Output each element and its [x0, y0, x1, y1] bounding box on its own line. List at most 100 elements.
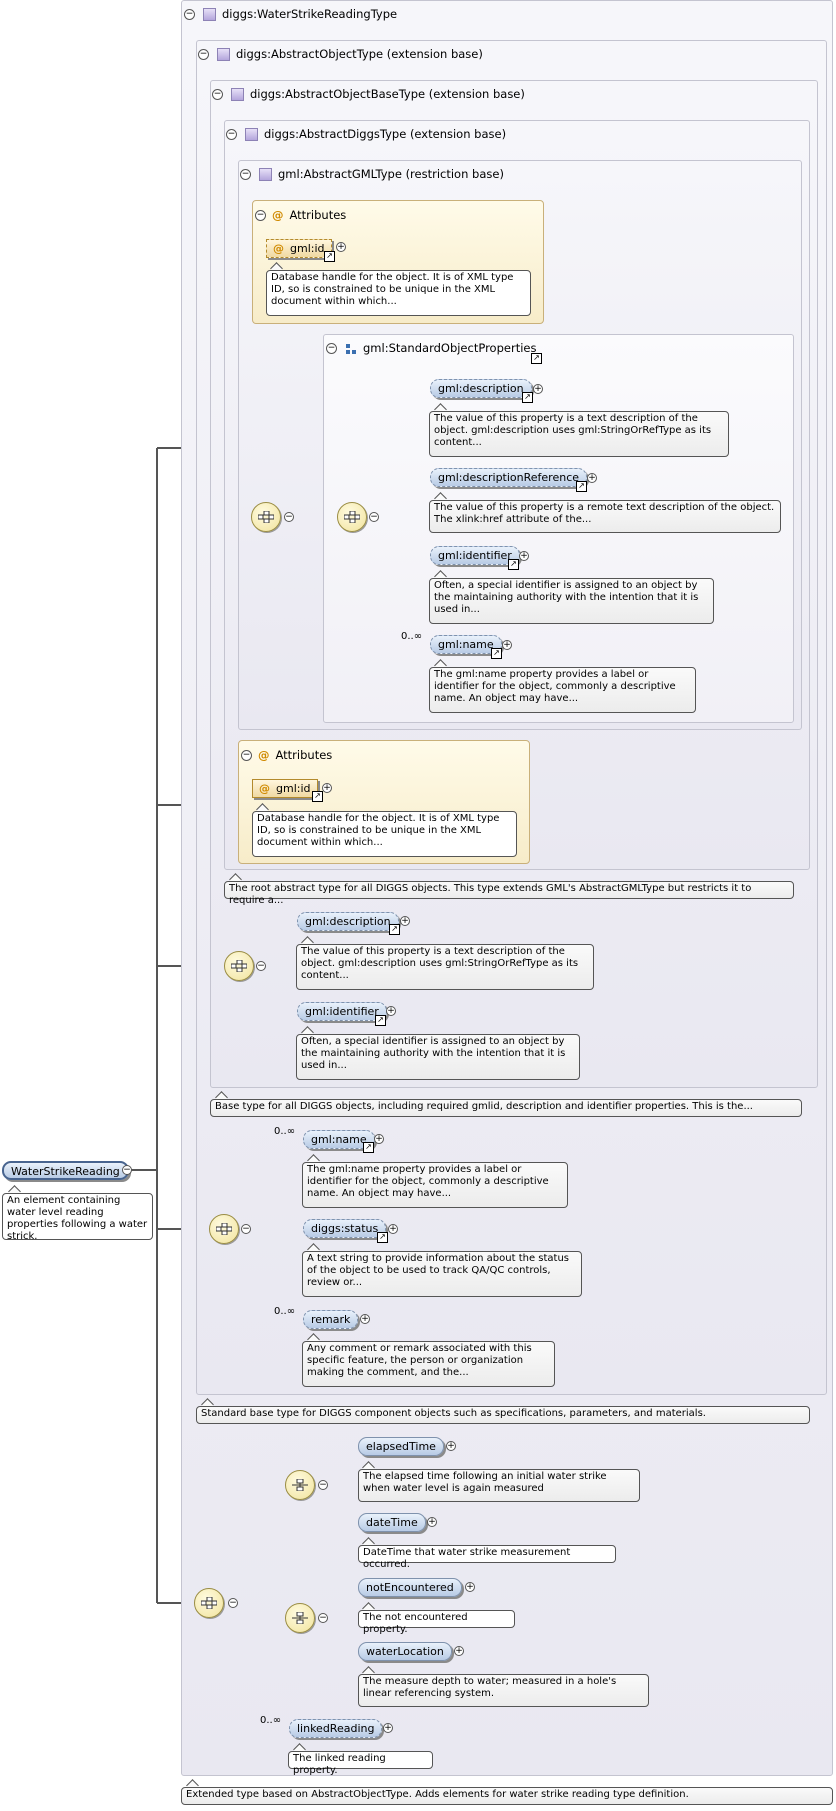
annotation-gml-description-base: The value of this property is a text des… — [296, 944, 594, 990]
expand-icon[interactable]: + — [386, 1006, 396, 1016]
annotation-standard-type: Standard base type for DIGGS component o… — [196, 1406, 810, 1424]
annotation-notencountered: The not encountered property. — [358, 1610, 515, 1635]
type-header-abstractobjecttype[interactable]: −diggs:AbstractObjectType (extension bas… — [198, 47, 483, 61]
attribute-icon: @ — [258, 748, 270, 762]
expand-icon[interactable]: + — [322, 783, 332, 793]
element-gml-identifier-base[interactable]: gml:identifier — [297, 1002, 387, 1021]
group-icon — [346, 343, 356, 354]
expand-icon[interactable]: + — [400, 916, 410, 926]
expand-icon[interactable]: + — [519, 551, 529, 561]
annotation-gml-name-standard: The gml:name property provides a label o… — [302, 1162, 568, 1208]
expand-icon[interactable]: + — [446, 1441, 456, 1451]
element-diggs-status[interactable]: diggs:status — [303, 1219, 387, 1238]
attribute-gml-id[interactable]: @gml:id — [266, 239, 332, 258]
sequence-compositor[interactable] — [251, 502, 281, 532]
link-icon[interactable]: ↗ — [389, 924, 400, 935]
type-header-abstractdiggstype[interactable]: −diggs:AbstractDiggsType (extension base… — [226, 127, 507, 141]
annotation-datetime: DateTime that water strike measurement o… — [358, 1545, 616, 1570]
expand-icon[interactable]: + — [360, 1314, 370, 1324]
annotation-diggs-status: A text string to provide information abo… — [302, 1251, 582, 1297]
type-header-abstractobjectbasetype[interactable]: −diggs:AbstractObjectBaseType (extension… — [212, 87, 525, 101]
collapse-icon[interactable]: − — [226, 129, 237, 140]
sequence-compositor[interactable] — [194, 1588, 224, 1618]
collapse-icon[interactable]: − — [241, 1224, 251, 1234]
element-gml-descriptionreference[interactable]: gml:descriptionReference — [430, 468, 588, 487]
annotation-elapsedtime: The elapsed time following an initial wa… — [358, 1469, 640, 1502]
annotation-remark: Any comment or remark associated with th… — [302, 1341, 555, 1387]
link-icon[interactable]: ↗ — [576, 481, 587, 492]
collapse-icon[interactable]: − — [318, 1613, 328, 1623]
link-icon[interactable]: ↗ — [531, 353, 542, 364]
occurrence-label: 0..∞ — [274, 1306, 296, 1317]
collapse-icon[interactable]: − — [284, 512, 294, 522]
link-icon[interactable]: ↗ — [377, 1232, 388, 1243]
element-gml-identifier[interactable]: gml:identifier — [430, 546, 520, 565]
expand-icon[interactable]: + — [465, 1582, 475, 1592]
expand-icon[interactable]: + — [336, 242, 346, 252]
attributes-header[interactable]: −@Attributes — [255, 208, 347, 222]
attribute-gml-id-required[interactable]: @gml:id — [252, 779, 318, 798]
element-datetime[interactable]: dateTime — [358, 1513, 426, 1532]
collapse-icon[interactable]: − — [122, 1165, 132, 1175]
element-gml-name-standard[interactable]: gml:name — [303, 1130, 375, 1149]
collapse-icon[interactable]: − — [256, 961, 266, 971]
annotation-diggs-type: The root abstract type for all DIGGS obj… — [224, 881, 794, 906]
expand-icon[interactable]: + — [388, 1224, 398, 1234]
annotation-gml-name: The gml:name property provides a label o… — [429, 667, 696, 713]
element-linkedreading[interactable]: linkedReading — [289, 1719, 383, 1738]
attribute-icon: @ — [273, 242, 284, 255]
element-notencountered[interactable]: notEncountered — [358, 1578, 462, 1597]
link-icon[interactable]: ↗ — [312, 791, 323, 802]
link-icon[interactable]: ↗ — [324, 251, 335, 262]
annotation-gml-id-required: Database handle for the object. It is of… — [252, 811, 517, 857]
expand-icon[interactable]: + — [383, 1723, 393, 1733]
choice-compositor[interactable] — [285, 1603, 315, 1633]
link-icon[interactable]: ↗ — [522, 392, 533, 403]
annotation-gml-description: The value of this property is a text des… — [429, 411, 729, 457]
collapse-icon[interactable]: − — [212, 89, 223, 100]
choice-compositor[interactable] — [285, 1470, 315, 1500]
sequence-compositor[interactable] — [337, 502, 367, 532]
collapse-icon[interactable]: − — [255, 210, 266, 221]
element-gml-name[interactable]: gml:name — [430, 635, 502, 654]
expand-icon[interactable]: + — [374, 1134, 384, 1144]
collapse-icon[interactable]: − — [228, 1598, 238, 1608]
type-header-abstractgmltype[interactable]: −gml:AbstractGMLType (restriction base) — [240, 167, 504, 181]
expand-icon[interactable]: + — [427, 1517, 437, 1527]
annotation-gml-id: Database handle for the object. It is of… — [266, 270, 531, 316]
occurrence-label: 0..∞ — [401, 631, 423, 642]
expand-icon[interactable]: + — [533, 384, 543, 394]
expand-icon[interactable]: + — [587, 473, 597, 483]
sequence-compositor[interactable] — [224, 951, 254, 981]
collapse-icon[interactable]: − — [198, 49, 209, 60]
annotation-linkedreading: The linked reading property. — [288, 1751, 433, 1776]
type-header-waterstrikereadingtype[interactable]: −diggs:WaterStrikeReadingType — [184, 7, 398, 21]
group-header-standardobjectproperties[interactable]: −gml:StandardObjectProperties — [326, 341, 537, 355]
link-icon[interactable]: ↗ — [491, 648, 502, 659]
collapse-icon[interactable]: − — [326, 343, 337, 354]
sequence-compositor[interactable] — [209, 1214, 239, 1244]
expand-icon[interactable]: + — [454, 1646, 464, 1656]
occurrence-label: 0..∞ — [260, 1715, 282, 1726]
root-element-waterstrikereading[interactable]: WaterStrikeReading — [2, 1161, 129, 1180]
element-waterlocation[interactable]: waterLocation — [358, 1642, 452, 1661]
element-remark[interactable]: remark — [303, 1310, 359, 1329]
element-elapsedtime[interactable]: elapsedTime — [358, 1437, 444, 1456]
attribute-icon: @ — [272, 208, 284, 222]
expand-icon[interactable]: + — [502, 640, 512, 650]
collapse-icon[interactable]: − — [369, 512, 379, 522]
collapse-icon[interactable]: − — [184, 9, 195, 20]
attribute-icon: @ — [259, 782, 270, 795]
collapse-icon[interactable]: − — [318, 1480, 328, 1490]
occurrence-label: 0..∞ — [274, 1126, 296, 1137]
link-icon[interactable]: ↗ — [375, 1015, 386, 1026]
element-gml-description-base[interactable]: gml:description — [297, 912, 399, 931]
element-gml-description[interactable]: gml:description — [430, 379, 532, 398]
collapse-icon[interactable]: − — [240, 169, 251, 180]
attributes-header[interactable]: −@Attributes — [241, 748, 333, 762]
annotation-gml-identifier-base: Often, a special identifier is assigned … — [296, 1034, 580, 1080]
link-icon[interactable]: ↗ — [363, 1142, 374, 1153]
collapse-icon[interactable]: − — [241, 750, 252, 761]
link-icon[interactable]: ↗ — [508, 559, 519, 570]
annotation-base-type: Base type for all DIGGS objects, includi… — [210, 1099, 802, 1117]
